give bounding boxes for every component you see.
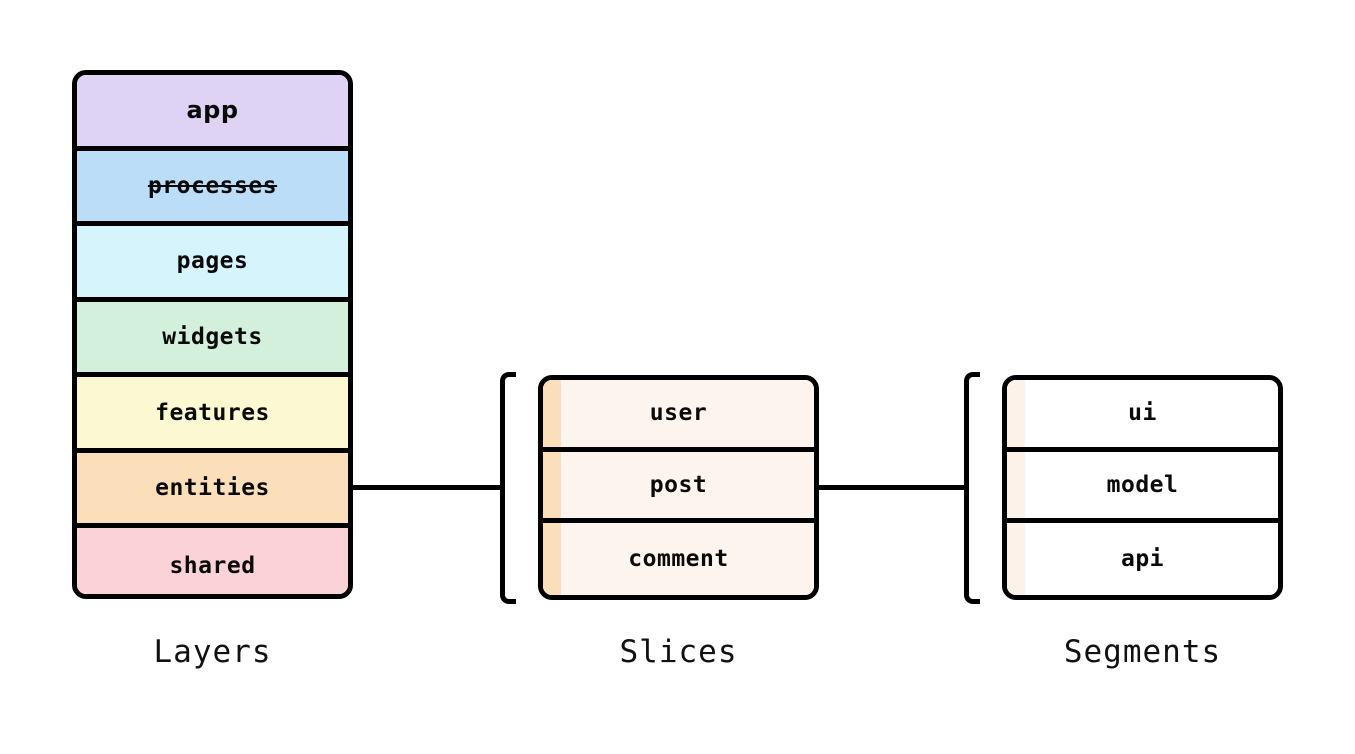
bracket-slices-icon — [500, 372, 516, 604]
slice-stripe-icon — [543, 380, 561, 447]
connector-layers-to-slices — [352, 485, 504, 490]
segment-cell-model[interactable]: model — [1007, 451, 1278, 524]
layer-cell-processes[interactable]: processes — [77, 150, 348, 227]
layer-label-processes: processes — [147, 172, 278, 199]
layer-cell-widgets[interactable]: widgets — [77, 301, 348, 378]
layer-label-widgets: widgets — [162, 323, 263, 350]
layer-cell-pages[interactable]: pages — [77, 226, 348, 302]
layers-stack: app processes pages widgets features ent… — [72, 70, 353, 599]
segment-stripe-icon — [1007, 523, 1025, 595]
layer-label-shared: shared — [169, 553, 256, 580]
slices-stack: user post comment — [538, 375, 819, 600]
slice-cell-post[interactable]: post — [543, 451, 814, 524]
layer-label-features: features — [155, 399, 270, 426]
segment-stripe-icon — [1007, 380, 1025, 447]
caption-segments: Segments — [1063, 634, 1222, 670]
slice-cell-user[interactable]: user — [543, 380, 814, 452]
segment-label-model: model — [1106, 471, 1179, 498]
layer-label-app: app — [186, 96, 239, 125]
connector-slices-to-segments — [818, 485, 968, 490]
layer-cell-app[interactable]: app — [77, 75, 348, 151]
caption-layers: Layers — [153, 634, 272, 670]
segments-stack: ui model api — [1002, 375, 1283, 600]
layer-cell-shared[interactable]: shared — [77, 528, 348, 594]
segment-label-api: api — [1120, 545, 1165, 572]
slice-stripe-icon — [543, 451, 561, 519]
layer-cell-features[interactable]: features — [77, 377, 348, 453]
layer-cell-entities[interactable]: entities — [77, 452, 348, 529]
slice-cell-comment[interactable]: comment — [543, 523, 814, 595]
segment-cell-api[interactable]: api — [1007, 523, 1278, 595]
bracket-segments-icon — [964, 372, 980, 604]
segment-label-ui: ui — [1128, 400, 1157, 427]
segment-cell-ui[interactable]: ui — [1007, 380, 1278, 452]
layer-label-entities: entities — [155, 475, 270, 502]
caption-slices: Slices — [619, 634, 738, 670]
slice-label-user: user — [649, 400, 708, 427]
layer-label-pages: pages — [176, 248, 249, 275]
slice-label-post: post — [649, 471, 708, 498]
slice-label-comment: comment — [628, 545, 729, 572]
slice-stripe-icon — [543, 523, 561, 595]
segment-stripe-icon — [1007, 451, 1025, 519]
